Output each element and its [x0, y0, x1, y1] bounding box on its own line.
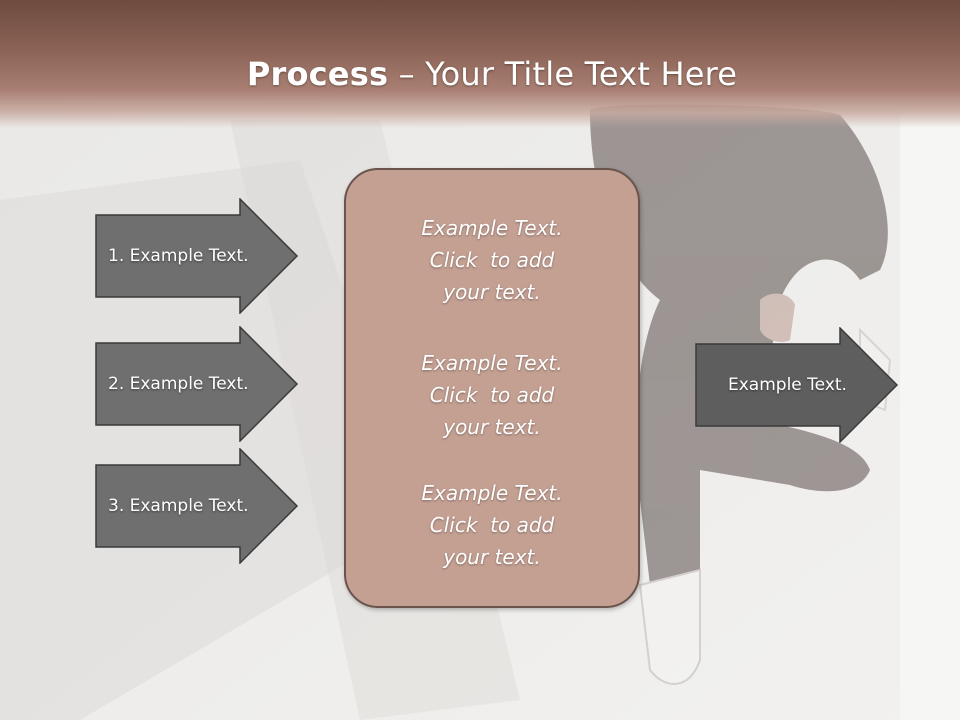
arrow-shape-icon: [95, 448, 299, 564]
center-text-line: Example Text.: [421, 216, 563, 240]
arrow-shape-icon: [95, 198, 299, 314]
center-text-block-1: Example Text. Click to add your text.: [344, 212, 640, 308]
arrow-shape-icon: [95, 326, 299, 442]
left-arrow-3: 3. Example Text.: [95, 448, 299, 564]
center-text-block-2: Example Text. Click to add your text.: [344, 347, 640, 443]
arrow-label: 3. Example Text.: [108, 496, 249, 516]
title-band: [0, 0, 960, 128]
right-arrow: Example Text.: [695, 327, 899, 443]
arrow-shape-icon: [695, 327, 899, 443]
center-box: [344, 168, 640, 608]
title-bold: Process: [246, 55, 389, 93]
arrow-label: 2. Example Text.: [108, 374, 249, 394]
title-rest: – Your Title Text Here: [388, 55, 738, 93]
left-arrow-1: 1. Example Text.: [95, 198, 299, 314]
left-arrow-2: 2. Example Text.: [95, 326, 299, 442]
center-text-block-3: Example Text. Click to add your text.: [344, 477, 640, 573]
center-text-line: your text.: [443, 415, 541, 439]
center-text-line: Click to add: [429, 513, 555, 537]
slide-title: Process – Your Title Text Here: [0, 52, 960, 96]
center-text-line: your text.: [443, 280, 541, 304]
arrow-label: Example Text.: [728, 375, 847, 395]
center-text-line: Click to add: [429, 383, 555, 407]
center-text-line: Example Text.: [421, 351, 563, 375]
center-text-line: Example Text.: [421, 481, 563, 505]
center-text-line: Click to add: [429, 248, 555, 272]
arrow-label: 1. Example Text.: [108, 246, 249, 266]
center-text-line: your text.: [443, 545, 541, 569]
